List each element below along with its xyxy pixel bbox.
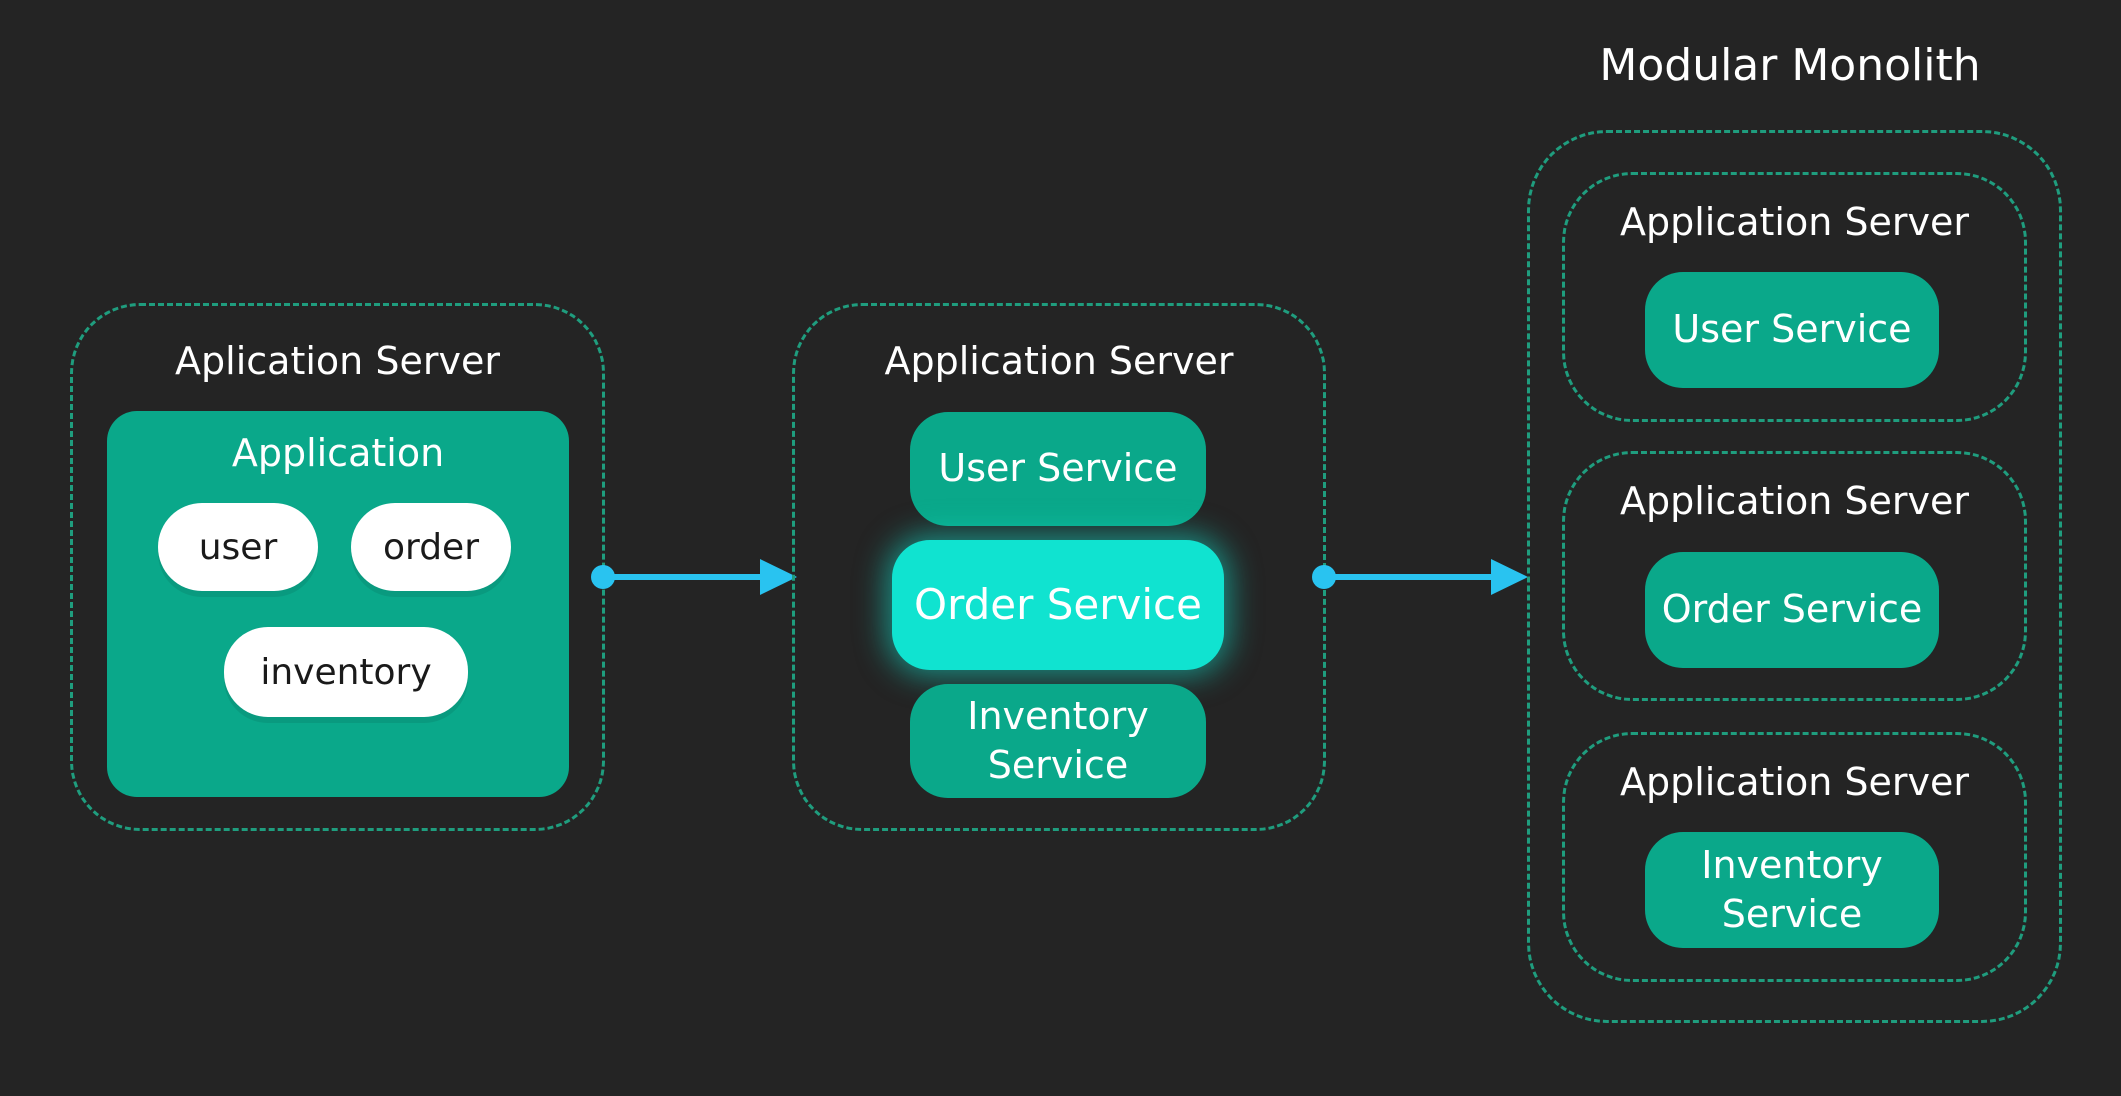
module-user: user: [158, 503, 318, 591]
right-server-3-frame: [1562, 732, 2027, 982]
right-inventory-service: Inventory Service: [1645, 832, 1939, 948]
application-label: Application: [231, 431, 445, 475]
right-order-service: Order Service: [1645, 552, 1939, 668]
middle-inventory-service: Inventory Service: [910, 684, 1206, 798]
right-server-3-label: Application Server: [1619, 760, 1969, 804]
arrow-left-to-middle: [591, 559, 797, 595]
middle-server-label: Application Server: [884, 339, 1234, 383]
module-inventory: inventory: [224, 627, 468, 717]
right-user-service: User Service: [1645, 272, 1939, 388]
arrow-middle-to-right: [1312, 559, 1528, 595]
modular-monolith-frame: [1527, 130, 2062, 1023]
right-server-2-frame: [1562, 451, 2027, 701]
middle-user-service: User Service: [910, 412, 1206, 526]
middle-order-service: Order Service: [892, 540, 1224, 670]
diagram-title: Modular Monolith: [1599, 40, 1981, 91]
right-server-1-label: Application Server: [1619, 200, 1969, 244]
left-server-label: Aplication Server: [175, 339, 500, 383]
module-order: order: [351, 503, 511, 591]
right-server-2-label: Application Server: [1619, 479, 1969, 523]
application-block: [107, 411, 569, 797]
right-server-1-frame: [1562, 172, 2027, 422]
